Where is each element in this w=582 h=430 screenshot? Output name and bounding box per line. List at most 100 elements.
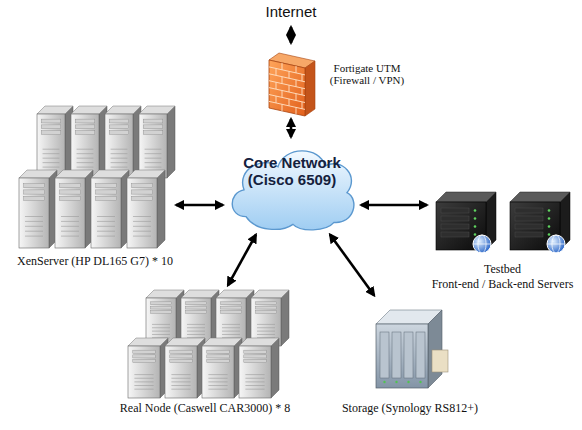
icon-part xyxy=(105,114,133,178)
icon-part xyxy=(111,162,128,163)
icon-part xyxy=(289,99,290,106)
icon-part xyxy=(296,80,297,87)
icon-part xyxy=(547,244,565,245)
icon-part xyxy=(515,208,543,213)
icon-part xyxy=(548,209,551,212)
icon-part xyxy=(133,350,155,353)
icon-part xyxy=(139,106,175,114)
icon-part xyxy=(151,306,172,309)
icon-part xyxy=(302,88,303,95)
icon-part xyxy=(111,158,128,159)
icon-part xyxy=(146,290,184,298)
node-label: Fortigate UTM (Firewall / VPN) xyxy=(324,62,410,86)
icon-part xyxy=(139,114,167,178)
icon-part xyxy=(96,184,117,188)
icon-part xyxy=(170,350,192,353)
cloud-illustration xyxy=(232,151,354,230)
icon-part xyxy=(257,331,275,332)
icon-part xyxy=(77,162,94,163)
icon-part xyxy=(269,95,305,103)
icon-part xyxy=(186,306,207,309)
icon-part xyxy=(151,302,172,305)
icon-part xyxy=(548,225,551,228)
icon-part xyxy=(171,385,190,386)
node-label: Core Network (Cisco 6509) xyxy=(238,154,346,188)
icon-part xyxy=(289,71,290,78)
icon-part xyxy=(222,327,240,328)
icon-part xyxy=(97,216,115,217)
icon-part xyxy=(436,192,496,202)
fw-illustration xyxy=(269,53,315,116)
icon-part xyxy=(207,360,229,363)
icon-part xyxy=(24,190,45,194)
node-label: Real Node (Caswell CAR3000) * 8 xyxy=(120,401,290,416)
icon-part xyxy=(37,106,73,114)
icon-part xyxy=(71,106,107,114)
storage-device: Storage (Synology RS812+) xyxy=(330,298,490,420)
icon-part xyxy=(296,107,297,114)
icon-part xyxy=(276,68,277,75)
icon-part xyxy=(61,216,79,217)
icon-part xyxy=(91,170,129,178)
device-icon xyxy=(15,102,173,250)
icon-part xyxy=(111,167,128,168)
icon-part xyxy=(25,236,43,237)
label-block: Storage (Synology RS812+) xyxy=(330,401,490,416)
real-illustration xyxy=(128,290,289,398)
icon-part xyxy=(383,381,385,383)
icon-part xyxy=(111,149,128,150)
icon-part xyxy=(132,196,153,200)
icon-part xyxy=(152,324,170,325)
icon-part xyxy=(187,324,205,325)
icon-part xyxy=(221,310,242,313)
device-icon xyxy=(265,46,317,116)
icon-part xyxy=(221,306,242,309)
icon-part xyxy=(302,102,303,109)
label-block: Fortigate UTM (Firewall / VPN) xyxy=(323,62,411,86)
icon-part xyxy=(133,236,151,237)
icon-part xyxy=(515,216,543,221)
icon-part xyxy=(145,149,162,150)
icon-part xyxy=(208,389,227,390)
icon-part xyxy=(305,61,315,116)
icon-part xyxy=(61,226,79,227)
icon-part xyxy=(109,131,129,135)
icon-part xyxy=(302,74,303,81)
icon-part xyxy=(276,82,277,89)
icon-part xyxy=(232,151,354,230)
node-label: XenServer (HP DL165 G7) * 10 xyxy=(17,254,173,269)
icon-part xyxy=(244,360,266,363)
icon-part xyxy=(128,338,168,346)
server-group: XenServer (HP DL165 G7) * 10 xyxy=(5,102,185,272)
icon-part xyxy=(395,381,397,383)
icon-part xyxy=(60,196,81,200)
icon-part xyxy=(171,381,190,382)
icon-part xyxy=(77,149,94,150)
firewall-device: Fortigate UTM (Firewall / VPN) xyxy=(265,46,415,118)
icon-part xyxy=(19,178,49,248)
icon-part xyxy=(170,360,192,363)
icon-part xyxy=(222,324,240,325)
icon-part xyxy=(256,310,277,313)
icon-part xyxy=(105,106,141,114)
icon-part xyxy=(77,158,94,159)
icon-part xyxy=(128,346,160,398)
double-arrow xyxy=(176,204,223,207)
icon-part xyxy=(134,389,153,390)
icon-part xyxy=(132,184,153,188)
icon-part xyxy=(157,170,165,248)
icon-part xyxy=(392,332,401,378)
tb-illustration xyxy=(436,192,570,253)
icon-part xyxy=(257,327,275,328)
icon-part xyxy=(96,190,117,194)
icon-part xyxy=(25,216,43,217)
icon-part xyxy=(127,178,157,248)
icon-part xyxy=(41,125,61,129)
icon-part xyxy=(167,106,175,178)
icon-part xyxy=(222,334,240,335)
label-block: TestbedFront-end / Back-end Servers xyxy=(425,262,580,292)
icon-part xyxy=(41,119,61,123)
testbed-servers: TestbedFront-end / Back-end Servers xyxy=(425,188,580,292)
icon-part xyxy=(548,217,551,220)
icon-part xyxy=(75,131,95,135)
